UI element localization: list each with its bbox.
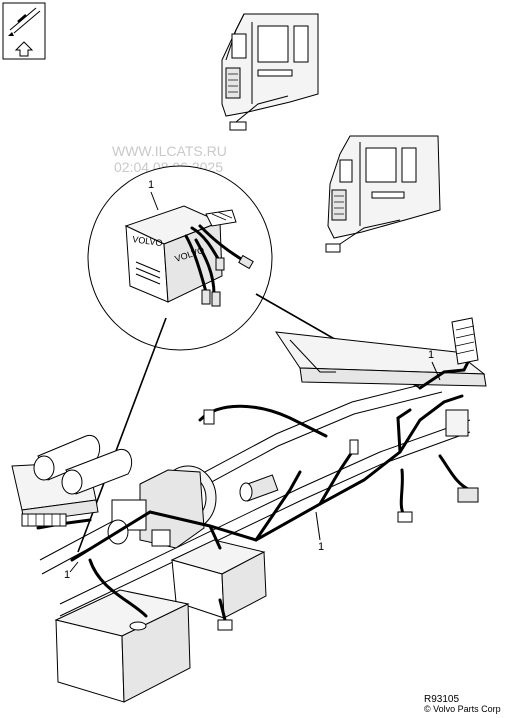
gearbox [107, 465, 217, 549]
watermark-site: WWW.ILCATS.RU [112, 143, 227, 159]
callout-lower: 1 [318, 541, 324, 553]
cab-sleeper-icon [325, 135, 441, 253]
air-tanks [33, 434, 133, 495]
fuel-tank [54, 589, 191, 703]
callout-left: 1 [64, 569, 70, 581]
cab-day-icon [221, 13, 319, 131]
figure-reference: R93105 [424, 694, 459, 705]
callout-detail: 1 [148, 179, 154, 191]
detail-magnifier: 1 VOLVO VOLVO [77, 165, 421, 553]
copyright: © Volvo Parts Corp [424, 704, 501, 714]
connector-box: VOLVO VOLVO [124, 205, 254, 307]
orientation-icon [2, 2, 46, 60]
main-harness [21, 317, 479, 631]
callout-right: 1 [428, 349, 434, 361]
connector-brand-front: VOLVO [132, 234, 163, 248]
starter-motor [239, 474, 279, 502]
